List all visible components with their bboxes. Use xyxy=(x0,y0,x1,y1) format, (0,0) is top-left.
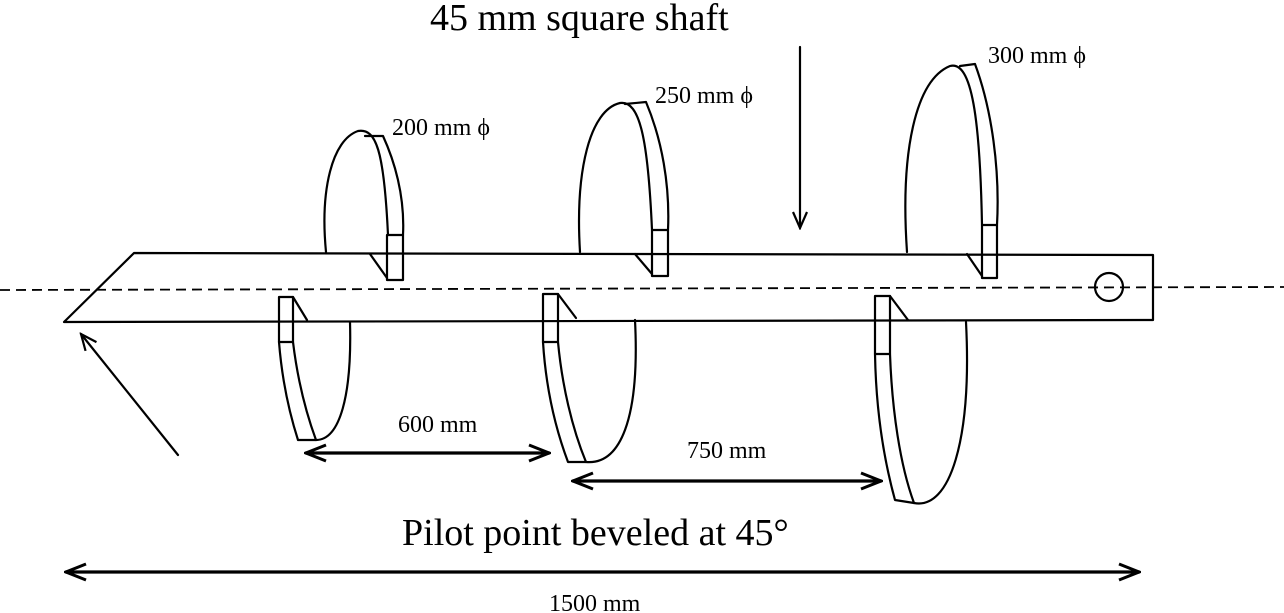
spacing-750-label: 750 mm xyxy=(687,438,767,464)
flight-200-lower xyxy=(277,295,352,442)
flight-250-label: 250 mm ϕ xyxy=(655,83,753,109)
centerline xyxy=(0,286,1284,291)
flight-300-upper xyxy=(904,62,999,280)
shaft-hole xyxy=(1093,271,1125,303)
square-shaft xyxy=(62,251,1155,324)
shaft-label: 45 mm square shaft xyxy=(430,0,729,39)
pilot-pointer-arrow xyxy=(81,334,180,457)
flight-250-upper xyxy=(577,100,670,278)
pilot-label: Pilot point beveled at 45° xyxy=(402,512,789,554)
flight-300-label: 300 mm ϕ xyxy=(988,43,1086,69)
flight-250-lower xyxy=(541,292,637,464)
overall-length-label: 1500 mm xyxy=(549,591,641,613)
spacing-600-label: 600 mm xyxy=(398,412,478,438)
flight-300-lower xyxy=(873,294,969,505)
flight-200-upper xyxy=(323,129,405,282)
flight-200-label: 200 mm ϕ xyxy=(392,115,490,141)
